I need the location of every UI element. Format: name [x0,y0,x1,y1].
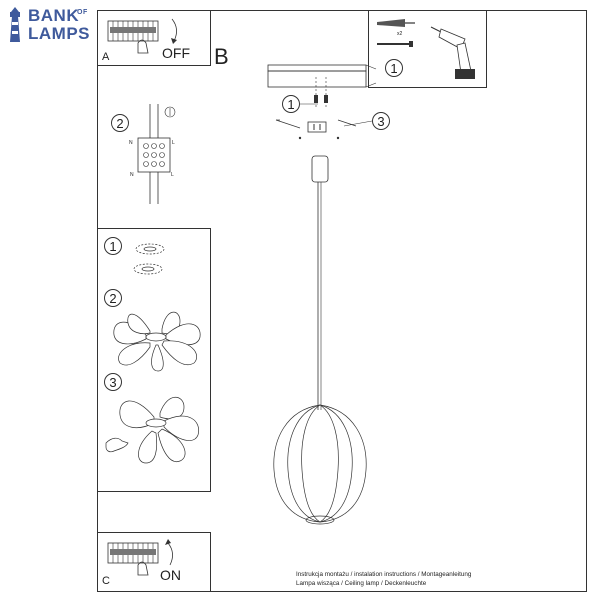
screw-icon [377,41,413,47]
step-badge-bracket: 3 [372,112,390,130]
step-badge-wiring: 2 [111,114,129,132]
panel-a-letter: A [102,51,110,63]
step-badge-drill: 1 [385,59,403,77]
logo-line2: LAMPS [28,24,90,43]
panel-a-action: OFF [162,45,190,61]
bracket-diagram [275,119,357,140]
arrow-down-icon [171,18,177,44]
bracket-leader-line [343,120,373,127]
footer-line1: Instrukcja montażu / instalation instruc… [296,571,472,578]
logo-line1: BANK [28,6,80,25]
wiring-n-top: N [129,140,133,146]
pendant-lamp-diagram [273,155,367,525]
wiring-l-bottom: L [171,172,174,178]
step-badge-ceiling-screw: 1 [282,95,300,113]
ceiling-mount-diagram [267,64,377,107]
gear-parts-icon [133,243,165,275]
panel-b-letter: B [214,44,229,69]
drill-icon [430,26,475,79]
screw-leader-line [300,103,318,105]
logo-of: OF [77,9,88,16]
step-badge-assembly2: 2 [104,289,122,307]
wall-plug-icon [377,19,415,27]
panel-c: C ON [97,532,211,592]
step-badge-assembly3: 3 [104,373,122,391]
panel-c-letter: C [102,575,110,587]
step-badge-assembly1: 1 [104,237,122,255]
arrow-up-icon [165,539,173,566]
screw-count: x2 [397,31,403,37]
brand-logo: BANK OF LAMPS [4,4,100,44]
drill-panel: x2 1 [368,10,487,88]
wiring-l-top: L [172,140,175,146]
terminal-block-diagram [137,104,176,204]
assembly-panel: 1 2 3 [97,228,211,492]
footer-line2: Lampa wisząca / Ceiling lamp / Deckenleu… [296,580,427,587]
circuit-breaker-on-icon [107,542,159,576]
lighthouse-icon [10,7,20,42]
circuit-breaker-off-icon [107,20,159,54]
wiring-n-bottom: N [130,172,134,178]
shade-ribs-icon [113,311,201,372]
panel-a: A OFF [97,10,211,66]
panel-c-action: ON [160,567,181,583]
shade-assembly-hand-icon [105,396,200,464]
